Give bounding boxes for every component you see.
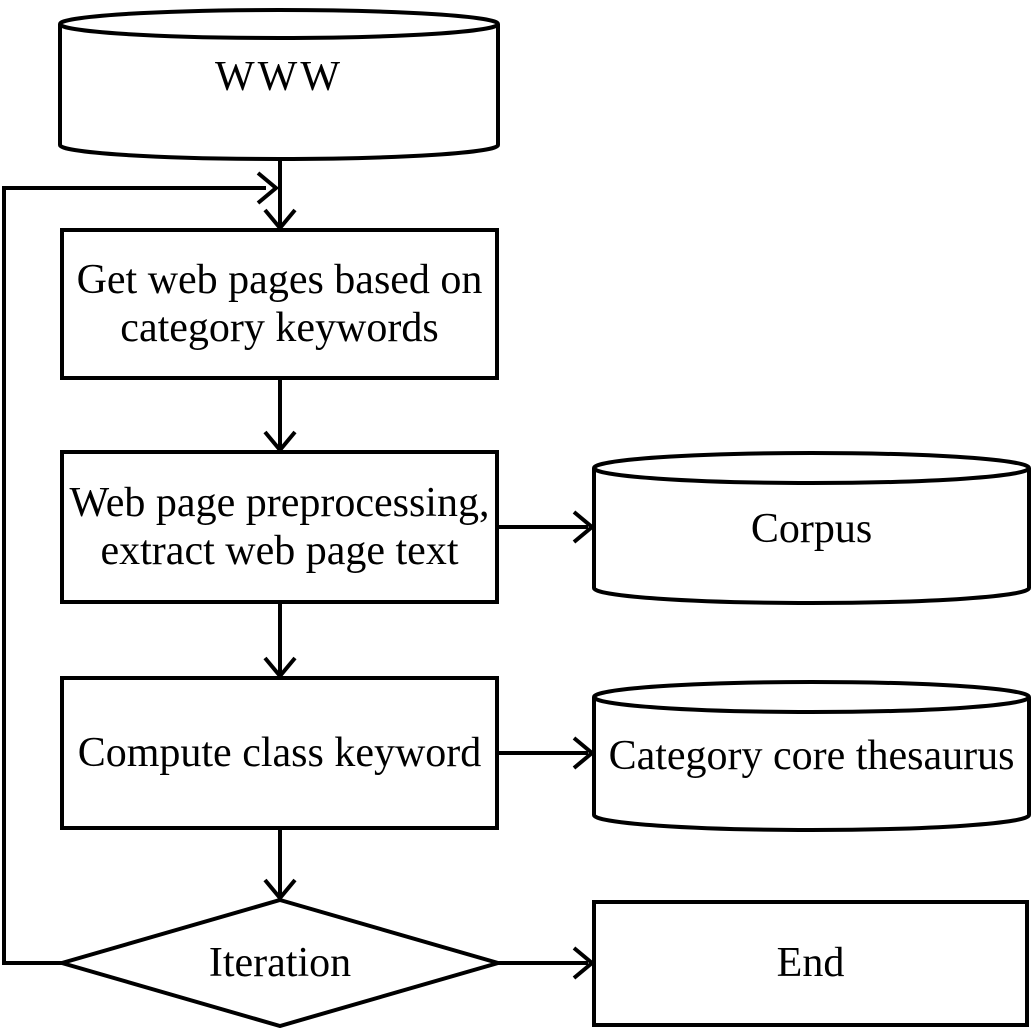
- edge-iteration-feedback-line: [2, 186, 266, 965]
- corpus-cylinder-top: [592, 451, 1031, 485]
- thesaurus-cylinder-top: [592, 680, 1031, 714]
- get-web-pages-box: [60, 228, 499, 380]
- www-cylinder-top: [58, 8, 500, 40]
- compute-class-keyword-box: [60, 676, 499, 830]
- thesaurus-cylinder-body: [592, 697, 1031, 832]
- iteration-diamond: [54, 897, 506, 1028]
- preprocess-box: [60, 450, 499, 604]
- corpus-cylinder-body: [592, 468, 1031, 605]
- arrowhead-feedback-right: [256, 171, 280, 205]
- end-box: [592, 900, 1029, 1027]
- www-cylinder-body: [58, 24, 500, 161]
